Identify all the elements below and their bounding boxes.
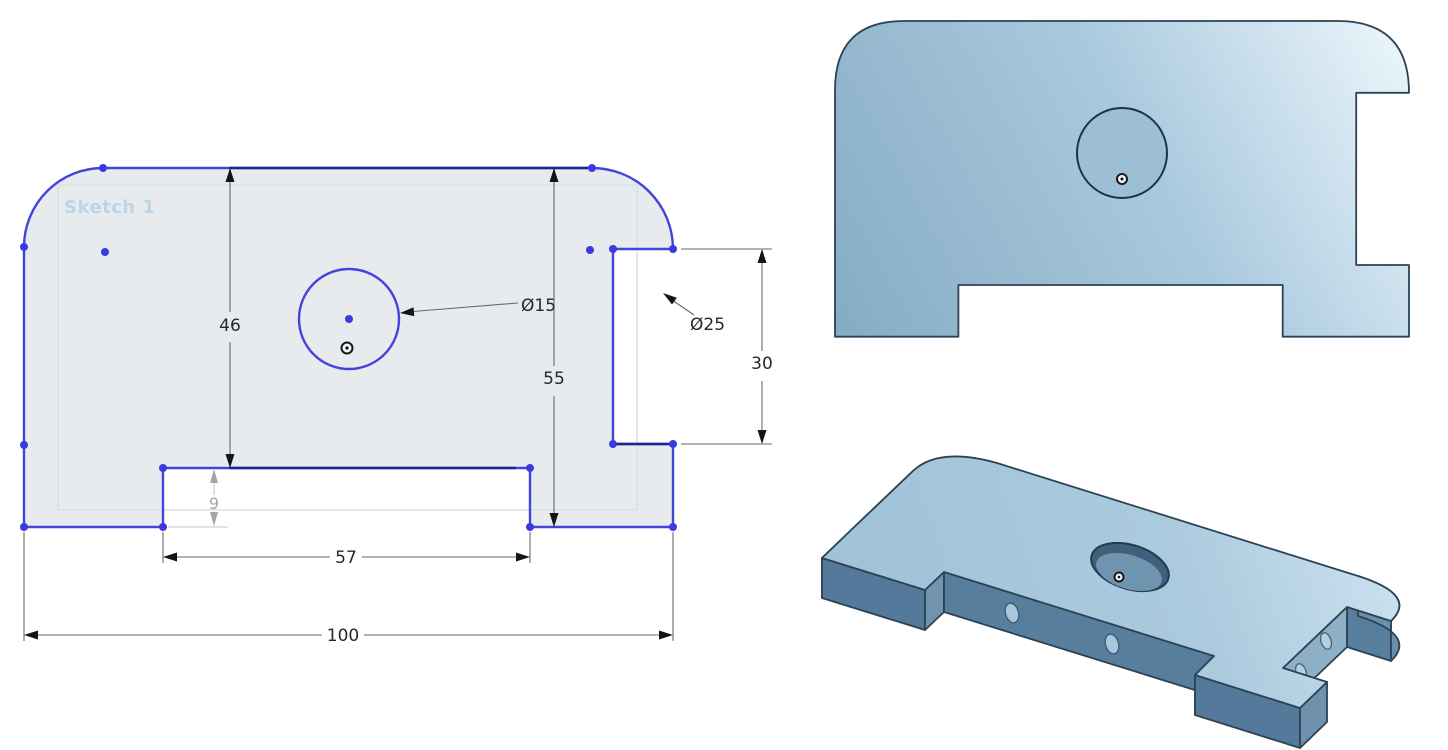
dim-30-value: 30 [751,354,773,374]
side-hole[interactable] [1103,633,1121,656]
sketch-profile[interactable] [22,166,675,529]
sketch-vertices[interactable] [20,164,677,531]
part-hole[interactable] [1076,107,1168,199]
dim-9-value: 9 [209,494,219,513]
dimension-57[interactable]: 57 [162,532,531,568]
iso-view [821,455,1401,749]
dimension-46[interactable]: 46 [219,168,241,468]
dim-dia25-value: Ø25 [690,315,725,335]
dimension-100[interactable]: 100 [23,532,674,646]
top-view [834,20,1410,338]
dim-57-value: 57 [335,548,357,568]
dim-100-value: 100 [327,626,359,646]
dim-46-value: 46 [219,316,241,336]
dimension-dia15[interactable]: Ø15 [400,296,556,317]
sketch-region-outline [57,184,638,511]
dimension-55[interactable]: 55 [543,168,565,527]
origin-marker-iso-view [1113,571,1125,583]
sketch-label[interactable]: Sketch 1 [64,197,156,218]
origin-marker[interactable] [340,341,354,355]
side-hole[interactable] [1003,602,1021,625]
sketch-view: Sketch 1 46 [20,164,773,646]
dim-dia15-value: Ø15 [521,296,556,316]
part-hole-iso[interactable] [1085,534,1174,599]
dimension-30[interactable]: 30 [681,248,773,445]
circle-center-point[interactable] [345,315,353,323]
side-hole[interactable] [1319,631,1334,650]
dim-55-value: 55 [543,369,565,389]
sketch-circle-d15[interactable] [297,267,401,371]
dimension-dia25[interactable]: Ø25 [663,293,725,335]
dimension-9[interactable]: 9 [168,469,228,528]
origin-marker-top-view [1116,173,1128,185]
